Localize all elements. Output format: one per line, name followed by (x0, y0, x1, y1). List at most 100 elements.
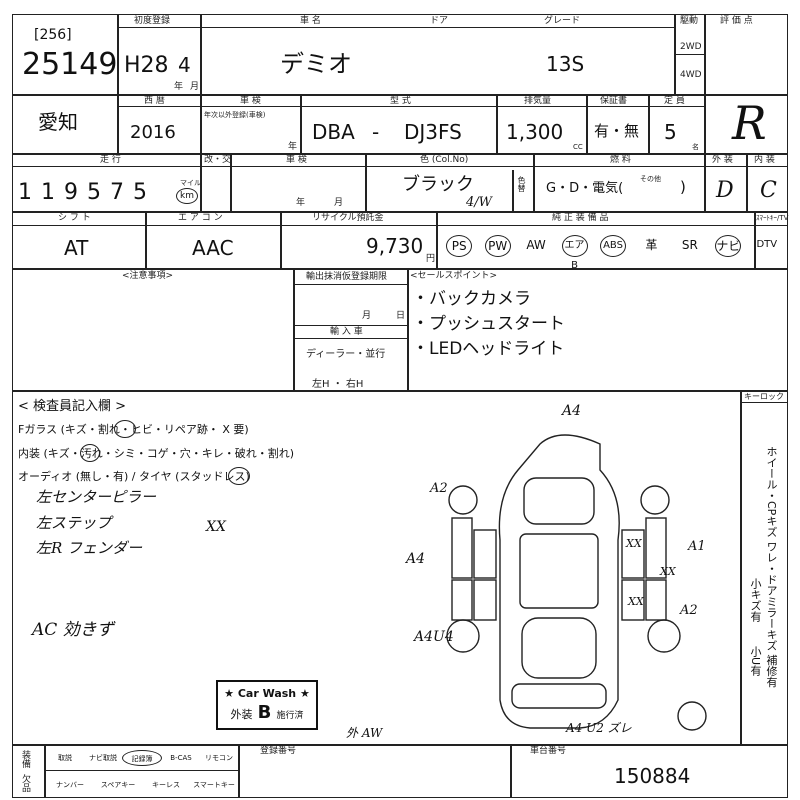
sales-label: <セールスポイント> (410, 271, 498, 281)
color-code: 4/W (466, 195, 493, 210)
car-name-label: 車 名 (300, 16, 321, 26)
docs-label: 保証書 (600, 96, 628, 106)
footer-item: キーレス (152, 781, 180, 789)
displacement: 1,300 (506, 120, 564, 144)
tire-mark (228, 467, 250, 485)
chassis-number: 150884 (614, 764, 691, 788)
grid-line (674, 54, 704, 55)
footer-items-row-2: ナンバースペアキーキーレススマートキー (46, 777, 238, 793)
grid-line (117, 106, 704, 107)
grid-line (293, 338, 407, 339)
chassis-number-label: 車台番号 (530, 746, 567, 756)
grid-line (117, 94, 119, 153)
capacity: 5 (664, 120, 677, 144)
stock-number: 25149 (22, 47, 118, 82)
lot-number: [256] (34, 27, 72, 43)
first-reg-label: 初度登録 (134, 16, 171, 26)
grid-line (740, 390, 742, 744)
mark-right-front: A1 (688, 539, 706, 554)
side-note-2: 小キズ有 (749, 578, 762, 622)
grid-line (293, 325, 407, 326)
export-label: 輸出抹消仮登録期限 (306, 272, 388, 282)
mark-top: A4 (562, 403, 582, 419)
recycle-label: リサイクル預託金 (312, 213, 384, 223)
export-month: 月 (362, 311, 372, 321)
type-code: DJ3FS (404, 120, 462, 144)
first-reg-month: 4 (178, 53, 191, 77)
footer-item: 記録簿 (122, 750, 162, 766)
grid-line (365, 153, 367, 211)
grid-line (117, 27, 674, 28)
grid-line (512, 170, 514, 211)
sheet-border (12, 14, 788, 798)
inspector-line-2: 内装 (キズ・汚れ・シミ・コゲ・穴・キレ・破れ・割れ) (18, 447, 295, 460)
recycle: 9,730 (366, 234, 424, 258)
reg-number-label: 登録番号 (260, 746, 297, 756)
keyless-label: キーロック (744, 392, 784, 401)
car-wash-line: 外装 (230, 708, 253, 721)
equipment-item: PW (484, 235, 511, 257)
yen-unit: 円 (426, 254, 436, 264)
equipment-label: 純 正 装 備 品 (552, 213, 609, 223)
color: ブラック (402, 174, 474, 195)
caution-label: <注意事項> (122, 271, 174, 281)
mark-left-rear: A4U4 (414, 629, 454, 645)
hand-note-1: 左センターピラー (36, 488, 157, 506)
import-dealer: ディーラー・並行 (306, 349, 386, 360)
grid-line (200, 153, 202, 211)
sales-point-1: ・バックカメラ (412, 289, 531, 309)
grid-line (12, 166, 788, 167)
x-mark-2: XX (660, 565, 676, 578)
sales-point-3: ・LEDヘッドライト (412, 339, 565, 359)
footer-item: ナンバー (56, 781, 84, 789)
grid-line (12, 225, 788, 226)
grid-line (12, 211, 788, 213)
mileage: 1 1 9 5 7 5 (18, 180, 148, 205)
grid-line (230, 153, 232, 211)
car-wash-stamp: ★ Car Wash ★ 外装 B 施行済 (216, 680, 318, 730)
grid-line (293, 284, 407, 285)
equipment-item: 革 (645, 238, 658, 252)
grid-line (293, 268, 295, 390)
import-label: 輸 入 車 (330, 327, 363, 337)
grid-line (12, 268, 788, 270)
grid-line (200, 94, 202, 153)
rating-label: 評 価 点 (720, 16, 753, 26)
fuel-label: 燃 料 (610, 155, 631, 165)
x-mark-3: XX (628, 595, 644, 608)
drive-2wd: 2WD (680, 42, 702, 52)
footer-item: スマートキー (193, 781, 235, 789)
shift-label: シ フ ト (58, 213, 91, 223)
type-label: 型 式 (390, 96, 411, 106)
grid-line (436, 211, 438, 268)
footer-label-a: 装備 (20, 750, 30, 768)
equipment-extra-label: ｽﾏｰﾄｷｰ/TV (756, 214, 789, 222)
footer-label-b: 欠品 (20, 774, 30, 792)
grid-line (510, 744, 512, 798)
type-dash: - (372, 120, 380, 144)
car-wash-suffix: 施行済 (276, 711, 304, 721)
chassis-year: 年 (296, 198, 306, 208)
ac-label: エ ア コ ン (178, 213, 223, 223)
grid-line (533, 153, 535, 211)
month-unit: 月 (190, 82, 200, 92)
fuel-options: G・D・電気( (546, 181, 624, 196)
inspector-line-3: オーディオ (無し・有) / タイヤ (スタッドレス) (18, 470, 250, 483)
mark-front-left: A2 (430, 481, 448, 496)
capacity-unit: 名 (692, 143, 699, 151)
mark-bottom-left: 外 AW (346, 726, 383, 740)
equipment-item: SR (681, 238, 698, 252)
equipment-item: AW (526, 238, 546, 252)
inspector-title: < 検査員記入欄 > (18, 399, 127, 414)
equipment-item: PS (446, 235, 473, 257)
grid-line (12, 153, 788, 155)
grid-line (280, 211, 282, 268)
side-note-3: 小U有 (749, 646, 762, 677)
grid-line (238, 744, 240, 798)
year-unit: 年 (174, 82, 184, 92)
grid-line (12, 390, 788, 392)
grid-line (586, 94, 588, 153)
